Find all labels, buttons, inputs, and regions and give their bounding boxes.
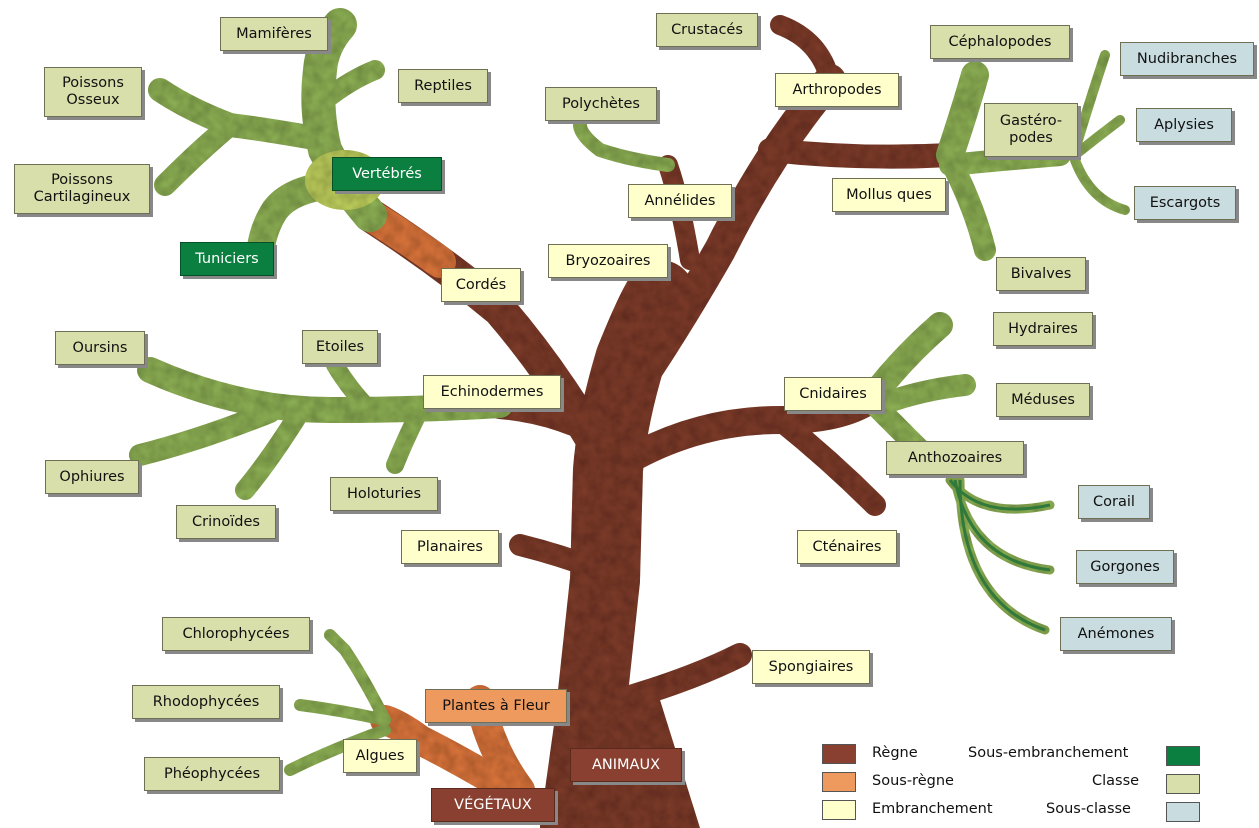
label-ophiures: Ophiures — [45, 460, 139, 494]
branch-bryozoaires — [633, 276, 669, 319]
branch-nudibranches — [1070, 50, 1110, 155]
branch-pheo — [284, 724, 391, 776]
legend-swatch-regne — [822, 744, 856, 764]
legend-label-classe: Classe — [1092, 773, 1140, 789]
legend-label-sous-regne: Sous-règne — [872, 773, 954, 789]
label-chlorophycees: Chlorophycées — [162, 617, 310, 651]
label-aplysies: Aplysies — [1136, 108, 1232, 142]
branch-aplysies — [1070, 115, 1125, 160]
label-pheophycees: Phéophycées — [144, 757, 280, 791]
label-cnidaires: Cnidaires — [784, 377, 882, 411]
label-annelides: Annélides — [628, 184, 732, 218]
branch-etoiles — [326, 356, 379, 419]
branch-rhodo — [294, 699, 391, 726]
label-anthozoaires: Anthozoaires — [886, 441, 1024, 475]
label-gorgones: Gorgones — [1076, 550, 1174, 584]
branch-poissons-osseux — [148, 78, 337, 152]
branch-arthro-tip — [770, 15, 840, 90]
branch-poissons-cartil — [154, 114, 241, 196]
label-animaux: ANIMAUX — [570, 748, 682, 782]
label-vegetaux: VÉGÉTAUX — [431, 788, 555, 822]
legend-swatch-sous-classe — [1166, 802, 1200, 822]
branch-spongiaires — [608, 643, 752, 712]
label-hydraires: Hydraires — [993, 312, 1093, 346]
legend-label-sous-classe: Sous-classe — [1046, 801, 1131, 817]
label-arthropodes: Arthropodes — [775, 73, 899, 107]
label-anemones: Anémones — [1060, 617, 1172, 651]
label-vertebres: Vertébrés — [332, 157, 442, 191]
label-holoturies: Holoturies — [330, 477, 438, 511]
branch-ophiures — [129, 401, 281, 466]
label-rhodophycees: Rhodophycées — [132, 685, 280, 719]
label-crustaces: Crustacés — [656, 13, 758, 47]
label-escargots: Escargots — [1134, 186, 1236, 220]
branch-arthropodes — [624, 64, 846, 396]
legend-label-embranchement: Embranchement — [872, 801, 993, 817]
label-meduses: Méduses — [996, 383, 1090, 417]
label-poissons-cartilagineux: Poissons Cartilagineux — [14, 164, 150, 214]
branch-mollusques — [758, 138, 962, 169]
trunk-group — [353, 15, 962, 828]
legend-swatch-embranchement — [822, 800, 856, 820]
label-tuniciers: Tuniciers — [180, 242, 274, 276]
label-cordes: Cordés — [441, 268, 521, 302]
label-algues: Algues — [343, 739, 417, 773]
branch-algues — [370, 705, 525, 805]
legend-swatch-sous-regne — [822, 772, 856, 792]
branch-holoturies — [386, 401, 429, 474]
branch-polychetes — [573, 118, 675, 172]
label-etoiles: Etoiles — [302, 330, 378, 364]
label-nudibranches: Nudibranches — [1120, 42, 1254, 76]
label-crinoides: Crinoïdes — [176, 505, 276, 539]
label-plantes-a-fleur: Plantes à Fleur — [425, 689, 567, 723]
legend-label-sous-embranchement: Sous-embranchement — [968, 745, 1129, 761]
branch-escargots — [1070, 155, 1130, 215]
legend-label-regne: Règne — [872, 745, 918, 761]
label-planaires: Planaires — [401, 530, 499, 564]
branch-cnidaires — [598, 386, 884, 484]
label-ctenaires: Cténaires — [797, 530, 897, 564]
branch-chloro — [324, 629, 391, 726]
label-cephalopodes: Céphalopodes — [930, 25, 1070, 59]
branch-cephalopodes-stem — [936, 61, 989, 169]
branch-meduses — [869, 374, 976, 416]
label-mamiferes: Mamifères — [220, 17, 328, 51]
label-mollusques: Mollus ques — [832, 178, 946, 212]
branch-ctenaires — [769, 409, 886, 516]
branch-bivalves — [944, 159, 996, 261]
label-gasteropodes: Gastéro- podes — [984, 103, 1078, 157]
label-bryozoaires: Bryozoaires — [548, 244, 668, 278]
branch-reptiles — [315, 60, 385, 110]
label-reptiles: Reptiles — [398, 69, 488, 103]
label-oursins: Oursins — [55, 331, 145, 365]
label-echinodermes: Echinodermes — [423, 375, 561, 409]
label-bivalves: Bivalves — [996, 257, 1086, 291]
branch-planaires — [509, 534, 611, 581]
label-spongiaires: Spongiaires — [752, 650, 870, 684]
label-corail: Corail — [1078, 485, 1150, 519]
branch-crinoides — [235, 402, 310, 500]
label-poissons-osseux: Poissons Osseux — [44, 67, 142, 117]
anthozoaire-fronds — [948, 479, 1051, 632]
legend-swatch-classe — [1166, 774, 1200, 794]
label-polychetes: Polychètes — [545, 87, 657, 121]
legend-swatch-sous-embranchement — [1166, 746, 1200, 766]
